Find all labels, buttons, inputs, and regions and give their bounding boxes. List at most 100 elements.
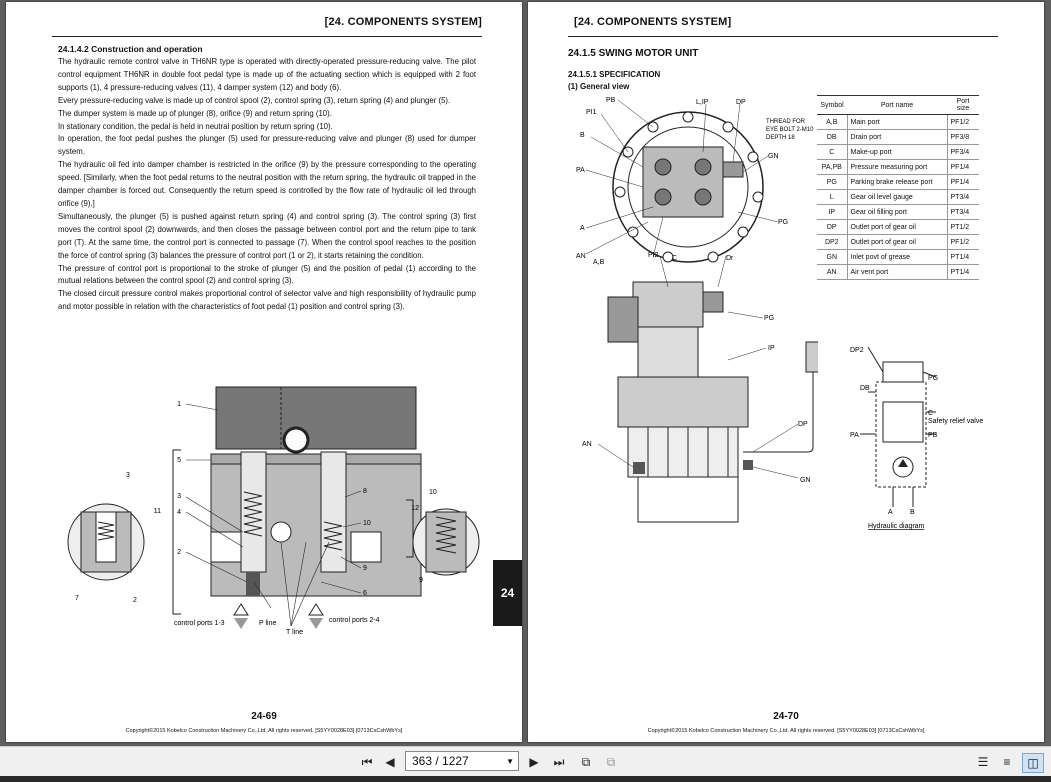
figure-label: B xyxy=(910,509,915,516)
figure-label: GN xyxy=(800,477,811,484)
figure-label: control ports 1-3 xyxy=(174,620,225,627)
figure-label: 12 xyxy=(411,505,419,512)
figure-label: 4 xyxy=(177,509,181,516)
paragraph: The pressure of control port is proporti… xyxy=(58,263,476,286)
table-cell: Air vent port xyxy=(847,264,947,280)
table-cell: DP xyxy=(817,219,848,235)
chevron-down-icon[interactable]: ▼ xyxy=(506,756,514,766)
table-cell: PT1/2 xyxy=(946,219,979,235)
paragraph: In operation, the foot pedal pushes the … xyxy=(58,134,476,157)
figure-label: DEPTH 18 xyxy=(766,135,795,141)
table-cell: PF3/4 xyxy=(946,144,979,160)
figure-label: 1 xyxy=(177,401,181,408)
page-number: 24-70 xyxy=(773,711,799,722)
table-cell: PT1/4 xyxy=(946,264,979,280)
table-cell: Parking brake release port xyxy=(847,174,947,190)
figure-label: A xyxy=(888,509,893,516)
table-cell: PT3/4 xyxy=(946,204,979,220)
figure-label: 3 xyxy=(126,472,130,479)
table-header: Port size xyxy=(947,95,979,115)
figure-label: C xyxy=(928,410,933,417)
figure-label: DP2 xyxy=(850,347,864,354)
prev-page-icon[interactable]: ◀ xyxy=(385,755,395,769)
copyright-text: Copyright©2015 Kobelco Construction Mach… xyxy=(647,728,925,734)
table-cell: Outlet port of gear oil xyxy=(847,234,947,250)
figure-label: 9 xyxy=(363,565,367,572)
figure-label: B xyxy=(580,132,585,139)
next-page-icon[interactable]: ▶ xyxy=(529,755,539,769)
table-cell: Main port xyxy=(847,114,947,130)
table-cell: PF1/2 xyxy=(946,234,979,250)
paragraph: The hydraulic remote control valve in TH… xyxy=(58,57,476,92)
figure-label: PI2 xyxy=(648,252,659,259)
figure-label: PA xyxy=(576,167,585,174)
last-page-icon[interactable]: ⏭ xyxy=(553,754,565,769)
right-page: [24. COMPONENTS SYSTEM] 24.1.5 SWING MOT… xyxy=(528,2,1044,742)
figure-label: AN xyxy=(582,441,592,448)
table-cell: DB xyxy=(817,129,848,145)
single-page-view-icon[interactable]: ☰ xyxy=(977,755,989,769)
figure-label: 2 xyxy=(133,597,137,604)
figure-label: PA xyxy=(850,432,859,439)
paragraph: The dumper system is made up of plunger … xyxy=(58,108,332,118)
continuous-view-icon[interactable]: ≡ xyxy=(1003,755,1011,769)
figure-label: Hydraulic diagram xyxy=(868,523,925,530)
taskbar-strip xyxy=(0,776,1051,782)
hydraulic-diagram: DP2 DB PG C Safety relief valve PA PB A … xyxy=(850,346,983,530)
figure-label: Safety relief valve xyxy=(928,418,983,425)
figure-label: 3 xyxy=(177,493,181,500)
page-display: 363 / 1227 xyxy=(412,754,469,768)
go-forward-icon[interactable]: ⧉ xyxy=(606,754,616,769)
table-cell: PG xyxy=(817,174,848,190)
table-cell: PF1/2 xyxy=(946,114,979,130)
section-title: 24.1.4.2 Construction and operation xyxy=(58,44,203,54)
figure-label: DB xyxy=(860,385,870,392)
figure-label: T line xyxy=(286,629,303,636)
table-cell: IP xyxy=(817,204,848,220)
table-header: Symbol xyxy=(817,95,847,115)
figure-label: C xyxy=(672,255,677,262)
figure-label: 10 xyxy=(363,520,371,527)
swing-motor-drawing: PB PI1 B PA A AN A,B PI2 C Dr L,IP DP GN… xyxy=(576,97,818,523)
table-cell: C xyxy=(817,144,848,160)
figure-label: PB xyxy=(606,97,616,104)
table-cell: Outlet port of gear oil xyxy=(847,219,947,235)
figure-label: 5 xyxy=(177,457,181,464)
two-page-view-icon[interactable]: ◫ xyxy=(1022,753,1044,773)
left-page: [24. COMPONENTS SYSTEM] 24.1.4.2 Constru… xyxy=(6,2,522,742)
figure-label: Dr xyxy=(726,255,734,262)
chapter-tab: 24 xyxy=(493,560,522,626)
figure-label: PG xyxy=(764,315,774,322)
table-cell: A,B xyxy=(817,114,848,130)
table-cell: Gear oil filling port xyxy=(847,204,947,220)
figure-label: 9 xyxy=(419,577,423,584)
paragraph: Simultaneously, the plunger (5) is pushe… xyxy=(58,211,476,260)
header-rule xyxy=(52,36,482,37)
first-page-icon[interactable]: ⏮ xyxy=(361,754,373,769)
page-number-input[interactable]: 363 / 1227 ▼ xyxy=(405,751,519,771)
figure-label: PB xyxy=(928,432,938,439)
figure-label: PI1 xyxy=(586,109,597,116)
figure-label: A,B xyxy=(593,259,605,266)
body-text: The hydraulic remote control valve in TH… xyxy=(58,56,476,314)
table-cell: DP2 xyxy=(817,234,848,250)
figure-label: THREAD FOR xyxy=(766,119,806,125)
section-title: 24.1.5 SWING MOTOR UNIT xyxy=(568,48,699,59)
subsection-title: 24.1.5.1 SPECIFICATION xyxy=(568,70,661,79)
table-cell: PF3/8 xyxy=(946,129,979,145)
go-back-icon[interactable]: ⧉ xyxy=(581,754,591,769)
figure-label: DP xyxy=(798,421,808,428)
table-cell: Make-up port xyxy=(847,144,947,160)
pedal-valve-drawing: 1 5 3 4 2 11 3 7 2 8 10 9 6 12 10 9 cont… xyxy=(67,386,480,636)
figure-label: 8 xyxy=(363,488,367,495)
table-cell: PF1/4 xyxy=(946,159,979,175)
